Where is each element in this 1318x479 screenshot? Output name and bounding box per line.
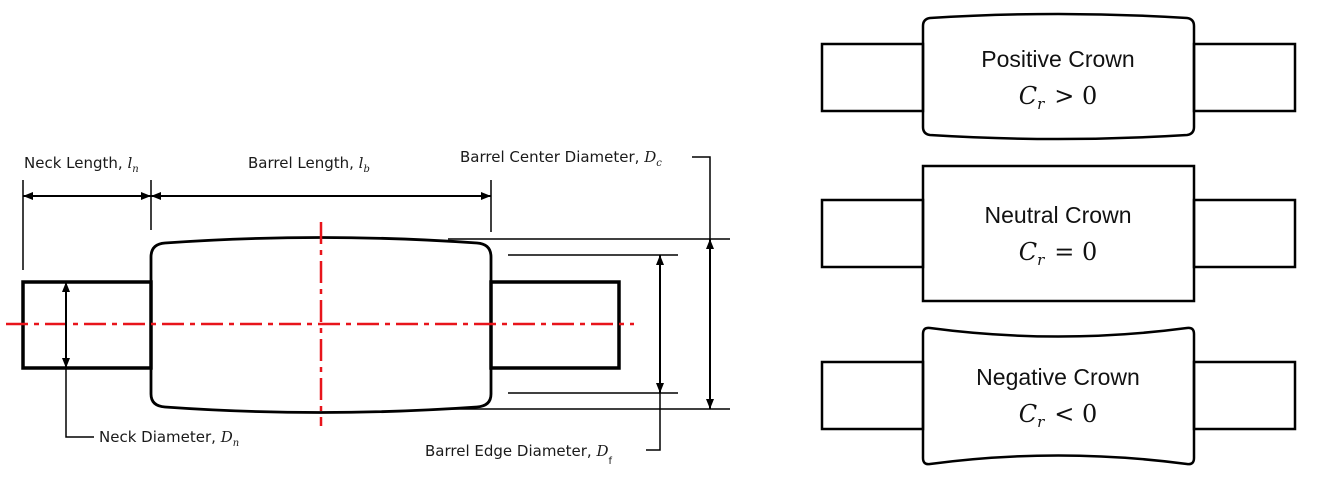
barrel-center-diameter-label: Barrel Center Diameter, Dc — [460, 148, 662, 169]
crown-positive-equation: Cr> 0 — [1019, 82, 1098, 113]
crown-neutral-barrel — [921, 164, 1196, 303]
barrel-length-label: Barrel Length, lb — [248, 154, 370, 175]
crown-negative-title: Negative Crown — [976, 364, 1140, 390]
crown-negative-equation: Cr< 0 — [1019, 400, 1098, 431]
neck-length-label: Neck Length, ln — [24, 154, 139, 175]
barrel-edge-leader — [646, 393, 661, 451]
crown-neutral-left-neck — [820, 198, 925, 269]
crown-neutral-title: Neutral Crown — [985, 202, 1132, 228]
crown-positive-barrel — [921, 12, 1196, 141]
barrel-body — [149, 236, 493, 414]
crown-positive-left-neck — [820, 42, 925, 113]
crown-positive-title: Positive Crown — [981, 46, 1134, 72]
barrel-center-leader — [692, 156, 711, 239]
crown-negative-left-neck — [820, 360, 925, 431]
crown-negative-barrel — [921, 326, 1196, 466]
crown-neutral-right-neck — [1192, 198, 1297, 269]
roll-diagram: Neck Length, ln Barrel Length, lb Barrel… — [6, 148, 730, 467]
neck-diameter-label: Neck Diameter, Dn — [99, 428, 239, 449]
crown-negative-right-neck — [1192, 360, 1297, 431]
crown-neutral: Neutral Crown Cr= 0 — [820, 164, 1297, 303]
crown-negative: Negative Crown Cr< 0 — [820, 326, 1297, 466]
crown-positive-right-neck — [1192, 42, 1297, 113]
crown-positive: Positive Crown Cr> 0 — [820, 12, 1297, 141]
neck-diameter-leader — [65, 368, 94, 438]
crown-neutral-equation: Cr= 0 — [1019, 238, 1098, 269]
barrel-edge-diameter-label: Barrel Edge Diameter, Df — [425, 442, 613, 467]
